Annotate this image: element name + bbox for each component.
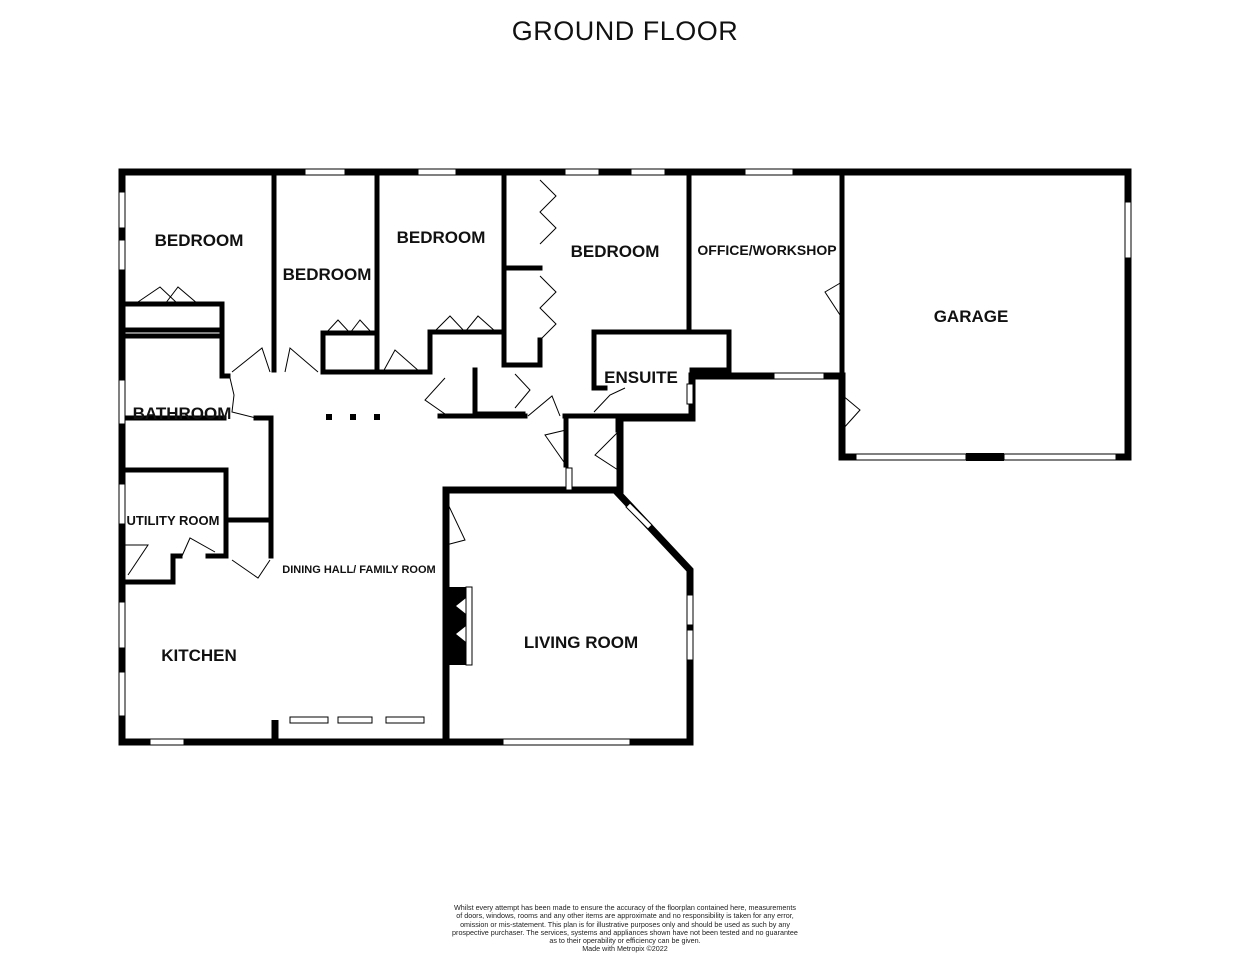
window (686, 629, 694, 661)
window (744, 168, 794, 176)
disclaimer-credit: Made with Metropix ©2022 (582, 944, 668, 954)
window (565, 467, 573, 491)
wardrobe-door (539, 275, 557, 341)
windows (118, 168, 1132, 746)
window (118, 379, 126, 425)
room-label-bedroom-3: BEDROOM (397, 228, 486, 247)
room-label-living: LIVING ROOM (524, 633, 638, 652)
window (385, 716, 425, 724)
door (445, 499, 466, 546)
room-label-utility: UTILITY ROOM (127, 513, 220, 528)
window (502, 738, 631, 746)
door (284, 347, 319, 373)
room-label-bedroom-4: BEDROOM (571, 242, 660, 261)
window (630, 168, 666, 176)
door (231, 559, 271, 579)
archway-marks (326, 414, 380, 420)
window (1003, 453, 1117, 461)
disclaimer-line: of doors, windows, rooms and any other i… (456, 911, 794, 921)
room-label-dining: DINING HALL/ FAMILY ROOM (282, 564, 435, 576)
disclaimer-line: omission or mis-statement. This plan is … (460, 919, 790, 929)
disclaimer: Whilst every attempt has been made to en… (400, 903, 850, 954)
wardrobe-door (539, 179, 557, 245)
window (289, 716, 329, 724)
door (824, 281, 843, 319)
window (149, 738, 185, 746)
window (625, 502, 653, 530)
door (544, 429, 567, 466)
room-label-garage: GARAGE (934, 307, 1009, 326)
window (855, 453, 967, 461)
window (118, 601, 126, 649)
floor-title: GROUND FLOOR (511, 16, 739, 46)
window (337, 716, 373, 724)
garage-door-block (966, 453, 1004, 461)
window (564, 168, 600, 176)
fireplace (447, 586, 473, 666)
wardrobe-door (433, 315, 497, 333)
door (181, 537, 216, 557)
window (118, 191, 126, 229)
disclaimer-line: Whilst every attempt has been made to en… (454, 903, 796, 912)
room-label-bedroom-1: BEDROOM (155, 231, 244, 250)
window (417, 168, 457, 176)
wardrobe-door (164, 286, 199, 305)
wardrobe-door (325, 319, 373, 334)
window (118, 483, 126, 525)
disclaimer-line: as to their operability or efficiency ca… (549, 936, 701, 946)
door (841, 394, 861, 431)
room-label-bathroom: BATHROOM (133, 404, 232, 423)
door (514, 373, 531, 409)
wardrobe-door (134, 286, 179, 305)
disclaimer-line: prospective purchaser. The services, sys… (452, 927, 798, 937)
door (125, 544, 149, 576)
room-label-kitchen: KITCHEN (161, 646, 237, 665)
door (231, 347, 271, 373)
door (424, 377, 446, 415)
window (773, 372, 825, 380)
door (527, 395, 561, 417)
door (382, 349, 421, 373)
window (304, 168, 346, 176)
room-label-bedroom-2: BEDROOM (283, 265, 372, 284)
door (594, 431, 619, 471)
window (118, 239, 126, 271)
doors (125, 179, 861, 579)
room-label-ensuite: ENSUITE (604, 368, 678, 387)
window (118, 671, 126, 717)
window (686, 383, 694, 405)
window (1124, 201, 1132, 259)
door (229, 377, 257, 419)
interior-walls (122, 172, 845, 585)
room-label-office: OFFICE/WORKSHOP (697, 242, 836, 258)
window (686, 594, 694, 626)
door (593, 387, 626, 413)
